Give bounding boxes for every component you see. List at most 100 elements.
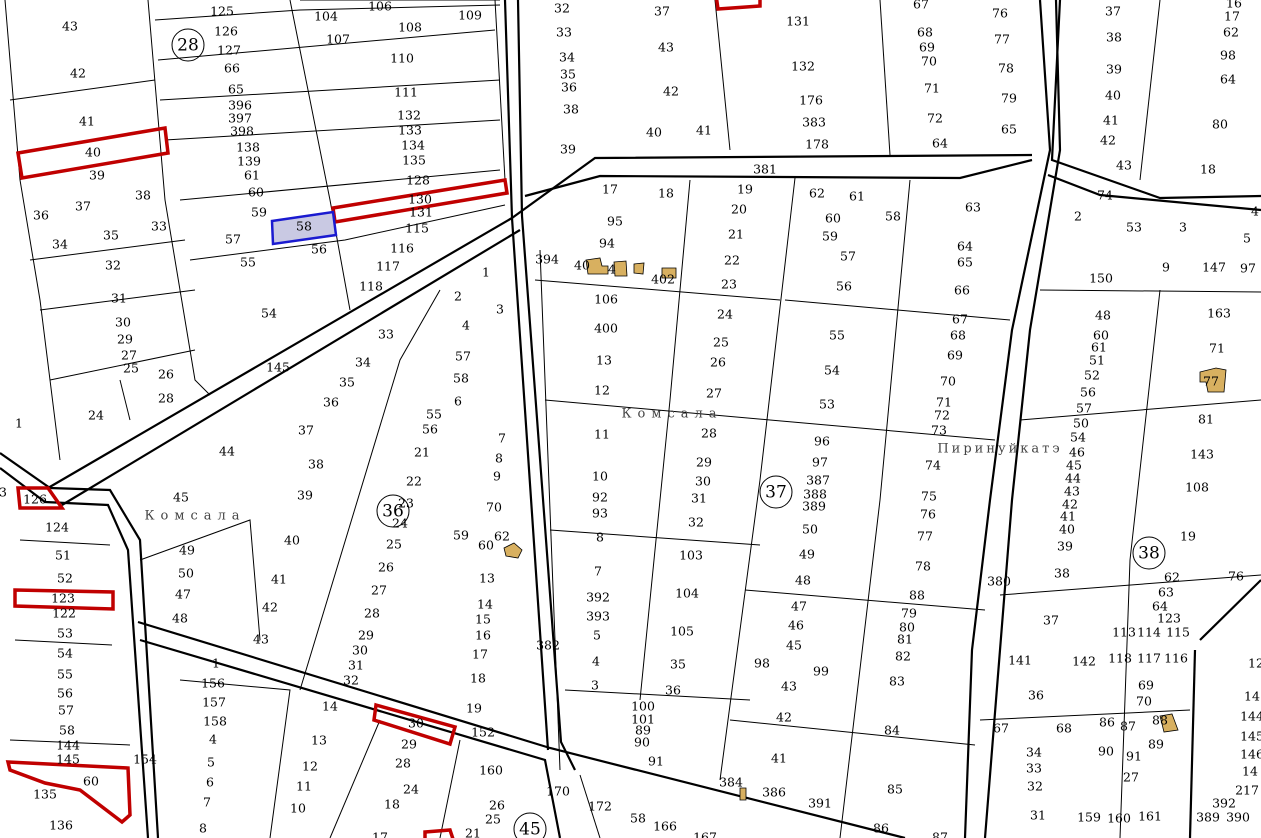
parcel-number: 1 (15, 416, 23, 431)
parcel-number: 51 (55, 548, 71, 563)
parcel-number: 37 (654, 4, 670, 19)
parcel-number: 37 (1105, 4, 1121, 19)
parcel-number: 160 (1107, 811, 1131, 826)
parcel-number: 64 (932, 136, 948, 151)
highlighted-parcel-21[interactable] (423, 828, 455, 838)
parcel-number: 90 (1098, 744, 1114, 759)
parcel-number: 50 (178, 566, 194, 581)
parcel-number: 386 (762, 785, 786, 800)
building-icon (613, 260, 628, 277)
parcel-number: 56 (1080, 385, 1096, 400)
parcel-number: 144 (56, 738, 80, 753)
parcel-number: 22 (406, 474, 422, 489)
parcel-number: 69 (919, 40, 935, 55)
parcel-number: 8 (199, 821, 207, 836)
selected-parcel-58[interactable] (270, 210, 338, 246)
parcel-number: 29 (401, 737, 417, 752)
highlighted-parcel-top[interactable] (714, 0, 762, 11)
parcel-number: 71 (936, 395, 952, 410)
parcel-number: 40 (646, 125, 662, 140)
parcel-number: 113 (1112, 625, 1136, 640)
parcel-number: 382 (536, 638, 560, 653)
parcel-number: 40 (574, 258, 590, 273)
parcel-number: 57 (225, 232, 241, 247)
parcel-number: 14 (477, 597, 493, 612)
highlighted-parcel-30[interactable] (372, 702, 458, 747)
parcel-number: 16 (475, 628, 491, 643)
parcel-number: 72 (934, 408, 950, 423)
parcel-number: 59 (822, 229, 838, 244)
parcel-number: 43 (658, 40, 674, 55)
parcel-number: 87 (932, 830, 948, 838)
parcel-number: 31 (1030, 808, 1046, 823)
parcel-number: 126 (23, 492, 47, 507)
parcel-number: 39 (1106, 62, 1122, 77)
parcel-number: 57 (455, 349, 471, 364)
parcel-number: 67 (913, 0, 929, 12)
parcel-number: 78 (915, 559, 931, 574)
parcel-number: 21 (728, 227, 744, 242)
parcel-number: 70 (940, 374, 956, 389)
parcel-number: 98 (1220, 48, 1236, 63)
parcel-number: 391 (808, 796, 832, 811)
parcel-number: 166 (653, 819, 677, 834)
parcel-number: 3 (1179, 220, 1187, 235)
parcel-number: 97 (812, 455, 828, 470)
parcel-number: 50 (802, 522, 818, 537)
parcel-number: 54 (1070, 430, 1086, 445)
highlighted-parcel-126[interactable] (16, 486, 66, 510)
parcel-number: 80 (1212, 117, 1228, 132)
parcel-number: 397 (228, 111, 252, 126)
parcel-number: 91 (648, 754, 664, 769)
parcel-number: 40 (1059, 522, 1075, 537)
highlighted-parcel-123[interactable] (13, 588, 115, 611)
parcel-number: 61 (849, 189, 865, 204)
parcel-number: 31 (691, 491, 707, 506)
parcel-number: 25 (485, 812, 501, 827)
parcel-number: 381 (753, 162, 777, 177)
parcel-number: 89 (1148, 737, 1164, 752)
parcel-number: 108 (398, 20, 422, 35)
parcel-number: 66 (224, 61, 240, 76)
parcel-number: 6 (206, 775, 214, 790)
parcel-number: 20 (731, 202, 747, 217)
parcel-number: 9 (1162, 260, 1170, 275)
parcel-number: 67 (952, 312, 968, 327)
parcel-number: 59 (251, 205, 267, 220)
parcel-number: 36 (665, 683, 681, 698)
parcel-number: 73 (931, 423, 947, 438)
parcel-number: 76 (1228, 569, 1244, 584)
parcel-number: 389 (802, 499, 826, 514)
parcel-boundaries (4, 0, 1261, 838)
parcel-number: 114 (1137, 625, 1161, 640)
parcel-number: 145 (1240, 729, 1261, 744)
parcel-number: 388 (803, 487, 827, 502)
parcel-number: 91 (1126, 749, 1142, 764)
highlighted-parcel-40[interactable] (15, 125, 170, 181)
parcel-number: 11 (296, 779, 312, 794)
parcel-number: 18 (658, 186, 674, 201)
parcel-number: 25 (386, 537, 402, 552)
parcel-number: 76 (920, 507, 936, 522)
parcel-number: 143 (1190, 447, 1214, 462)
parcel-number: 76 (992, 6, 1008, 21)
parcel-number: 53 (819, 397, 835, 412)
parcel-number: 10 (592, 469, 608, 484)
block-circles (171, 28, 1166, 838)
parcel-number: 43 (1064, 484, 1080, 499)
parcel-number: 66 (954, 283, 970, 298)
parcel-number: 32 (105, 258, 121, 273)
parcel-number: 65 (228, 82, 244, 97)
parcel-number: 389 (1196, 810, 1220, 825)
parcel-number: 34 (355, 355, 371, 370)
highlighted-parcel-60[interactable] (5, 760, 132, 825)
parcel-number: 17 (1224, 9, 1240, 24)
parcel-number: 2 (454, 289, 462, 304)
parcel-number: 54 (824, 363, 840, 378)
parcel-number: 390 (1226, 810, 1250, 825)
parcel-number: 55 (829, 328, 845, 343)
parcel-number: 63 (1158, 585, 1174, 600)
parcel-number: 35 (670, 657, 686, 672)
